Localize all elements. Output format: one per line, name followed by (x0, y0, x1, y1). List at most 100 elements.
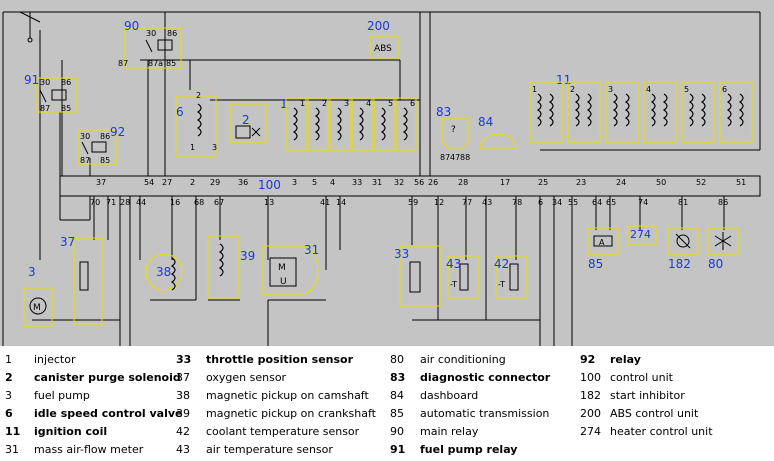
ecu-bottom-pin: 12 (434, 198, 444, 207)
relay91-pin30: 30 (40, 78, 50, 87)
relay91-pin86: 86 (61, 78, 71, 87)
legend-text: magnetic pickup on crankshaft (206, 407, 376, 420)
maf-m: M (278, 263, 286, 273)
ecu-bottom-pin: 28 (120, 198, 130, 207)
legend-text: mass air-flow meter (34, 443, 144, 456)
legend-number: 37 (176, 371, 190, 384)
legend-text: fuel pump relay (420, 443, 518, 456)
label-100: 100 (258, 178, 281, 192)
legend-number: 42 (176, 425, 190, 438)
legend-text: injector (34, 353, 76, 366)
label-33: 33 (394, 247, 409, 261)
start-inhibitor-182: 182 (667, 227, 699, 271)
ecu-bottom-pin: 77 (462, 198, 472, 207)
idle-speed-valve-6: 6 2 1 3 (175, 91, 217, 157)
legend-text: dashboard (420, 389, 479, 402)
legend-text: main relay (420, 425, 479, 438)
ignition-coil-winding (613, 93, 618, 127)
ecu-bottom-pin: 14 (336, 198, 346, 207)
relay-91: 91 30 86 87 85 (24, 73, 77, 113)
abs-control-unit-200: 200 ABS (367, 19, 399, 59)
ecu-bottom-pin: 86 (718, 198, 728, 207)
ecu-top-pin: 32 (394, 178, 404, 187)
legend-number: 90 (390, 425, 404, 438)
relay92-pin87: 87 (80, 156, 90, 165)
ignition-coil-winding (537, 93, 542, 127)
ignition-coil-winding (587, 93, 592, 127)
ecu-top-pin: 24 (616, 178, 626, 187)
label-39: 39 (240, 249, 255, 263)
label-3: 3 (28, 265, 36, 279)
relay-90: 90 30 86 87 87a 85 (118, 19, 182, 69)
legend-number: 6 (5, 407, 13, 420)
ecu-top-pin: 36 (238, 178, 248, 187)
relay92-pin86: 86 (100, 132, 110, 141)
ignition-coil-winding (651, 93, 656, 127)
legend-number: 84 (390, 389, 404, 402)
ignition-coil-winding (701, 93, 706, 127)
ecu-bottom-pin: 71 (106, 198, 116, 207)
coolant-temperature-sensor-42: -T 42 (494, 255, 527, 299)
canister-purge-solenoid-2: 2 (229, 103, 267, 143)
abs-box-text: ABS (374, 44, 392, 54)
relay92-pin85: 85 (100, 156, 110, 165)
pin83-87: 87 (440, 153, 450, 162)
ignition-coil-winding (727, 93, 732, 127)
injector-number: 5 (388, 99, 393, 108)
legend-text: heater control unit (610, 425, 713, 438)
ecu-top-pin: 27 (162, 178, 172, 187)
relay90-pin86: 86 (167, 29, 177, 38)
legend-text: coolant temperature sensor (206, 425, 360, 438)
oxygen-sensor-37: 37 (60, 235, 103, 325)
pin6-1: 1 (190, 143, 195, 152)
label-90: 90 (124, 19, 139, 33)
ignition-coil-box (529, 81, 563, 143)
injector-number: 3 (344, 99, 349, 108)
label-274: 274 (630, 228, 651, 241)
throttle-position-sensor-33: 33 (394, 245, 441, 307)
ignition-coil-box (719, 81, 753, 143)
pin6-3: 3 (212, 143, 217, 152)
legend-number: 91 (390, 443, 406, 456)
trans-a: A (599, 238, 605, 247)
legend-text: ABS control unit (610, 407, 699, 420)
ecu-bottom-pin: 6 (538, 198, 543, 207)
ecu-top-pin: 2 (190, 178, 195, 187)
legend-text: control unit (610, 371, 673, 384)
injector-coil (381, 107, 386, 141)
ecu-top-pin: 29 (210, 178, 220, 187)
label-38: 38 (156, 265, 171, 279)
temp43-symbol: -T (450, 280, 457, 289)
legend-text: canister purge solenoid (34, 371, 181, 384)
ecu-top-pin: 31 (372, 178, 382, 187)
mass-airflow-meter-31: M U 31 (261, 243, 319, 295)
ignition-coil-number: 4 (646, 85, 651, 94)
label-84: 84 (478, 115, 493, 129)
injector-coil (315, 107, 320, 141)
legend-number: 83 (390, 371, 406, 384)
legend-number: 85 (390, 407, 404, 420)
legend-number: 182 (580, 389, 601, 402)
ecu-top-pin: 52 (696, 178, 706, 187)
ecu-bottom-pin: 16 (170, 198, 180, 207)
ecu-top-pin: 50 (656, 178, 666, 187)
injector-coil (359, 107, 364, 141)
relay92-pin30: 30 (80, 132, 90, 141)
ecu-top-pin: 54 (144, 178, 154, 187)
ignition-coil-box (567, 81, 601, 143)
legend-number: 33 (176, 353, 192, 366)
legend-number: 11 (5, 425, 21, 438)
ecu-top-pin: 17 (500, 178, 510, 187)
legend-number: 38 (176, 389, 190, 402)
temp42-symbol: -T (498, 280, 505, 289)
label-91: 91 (24, 73, 39, 87)
diagnostic-connector-83: ? 83 87 47 88 (436, 105, 470, 162)
legend-number: 39 (176, 407, 190, 420)
ecu-bottom-pin: 34 (552, 198, 562, 207)
relay90-pin87: 87 (118, 59, 128, 68)
legend-number: 80 (390, 353, 404, 366)
legend-text: oxygen sensor (206, 371, 287, 384)
ignition-coil-winding (739, 93, 744, 127)
ignition-coil-winding (663, 93, 668, 127)
